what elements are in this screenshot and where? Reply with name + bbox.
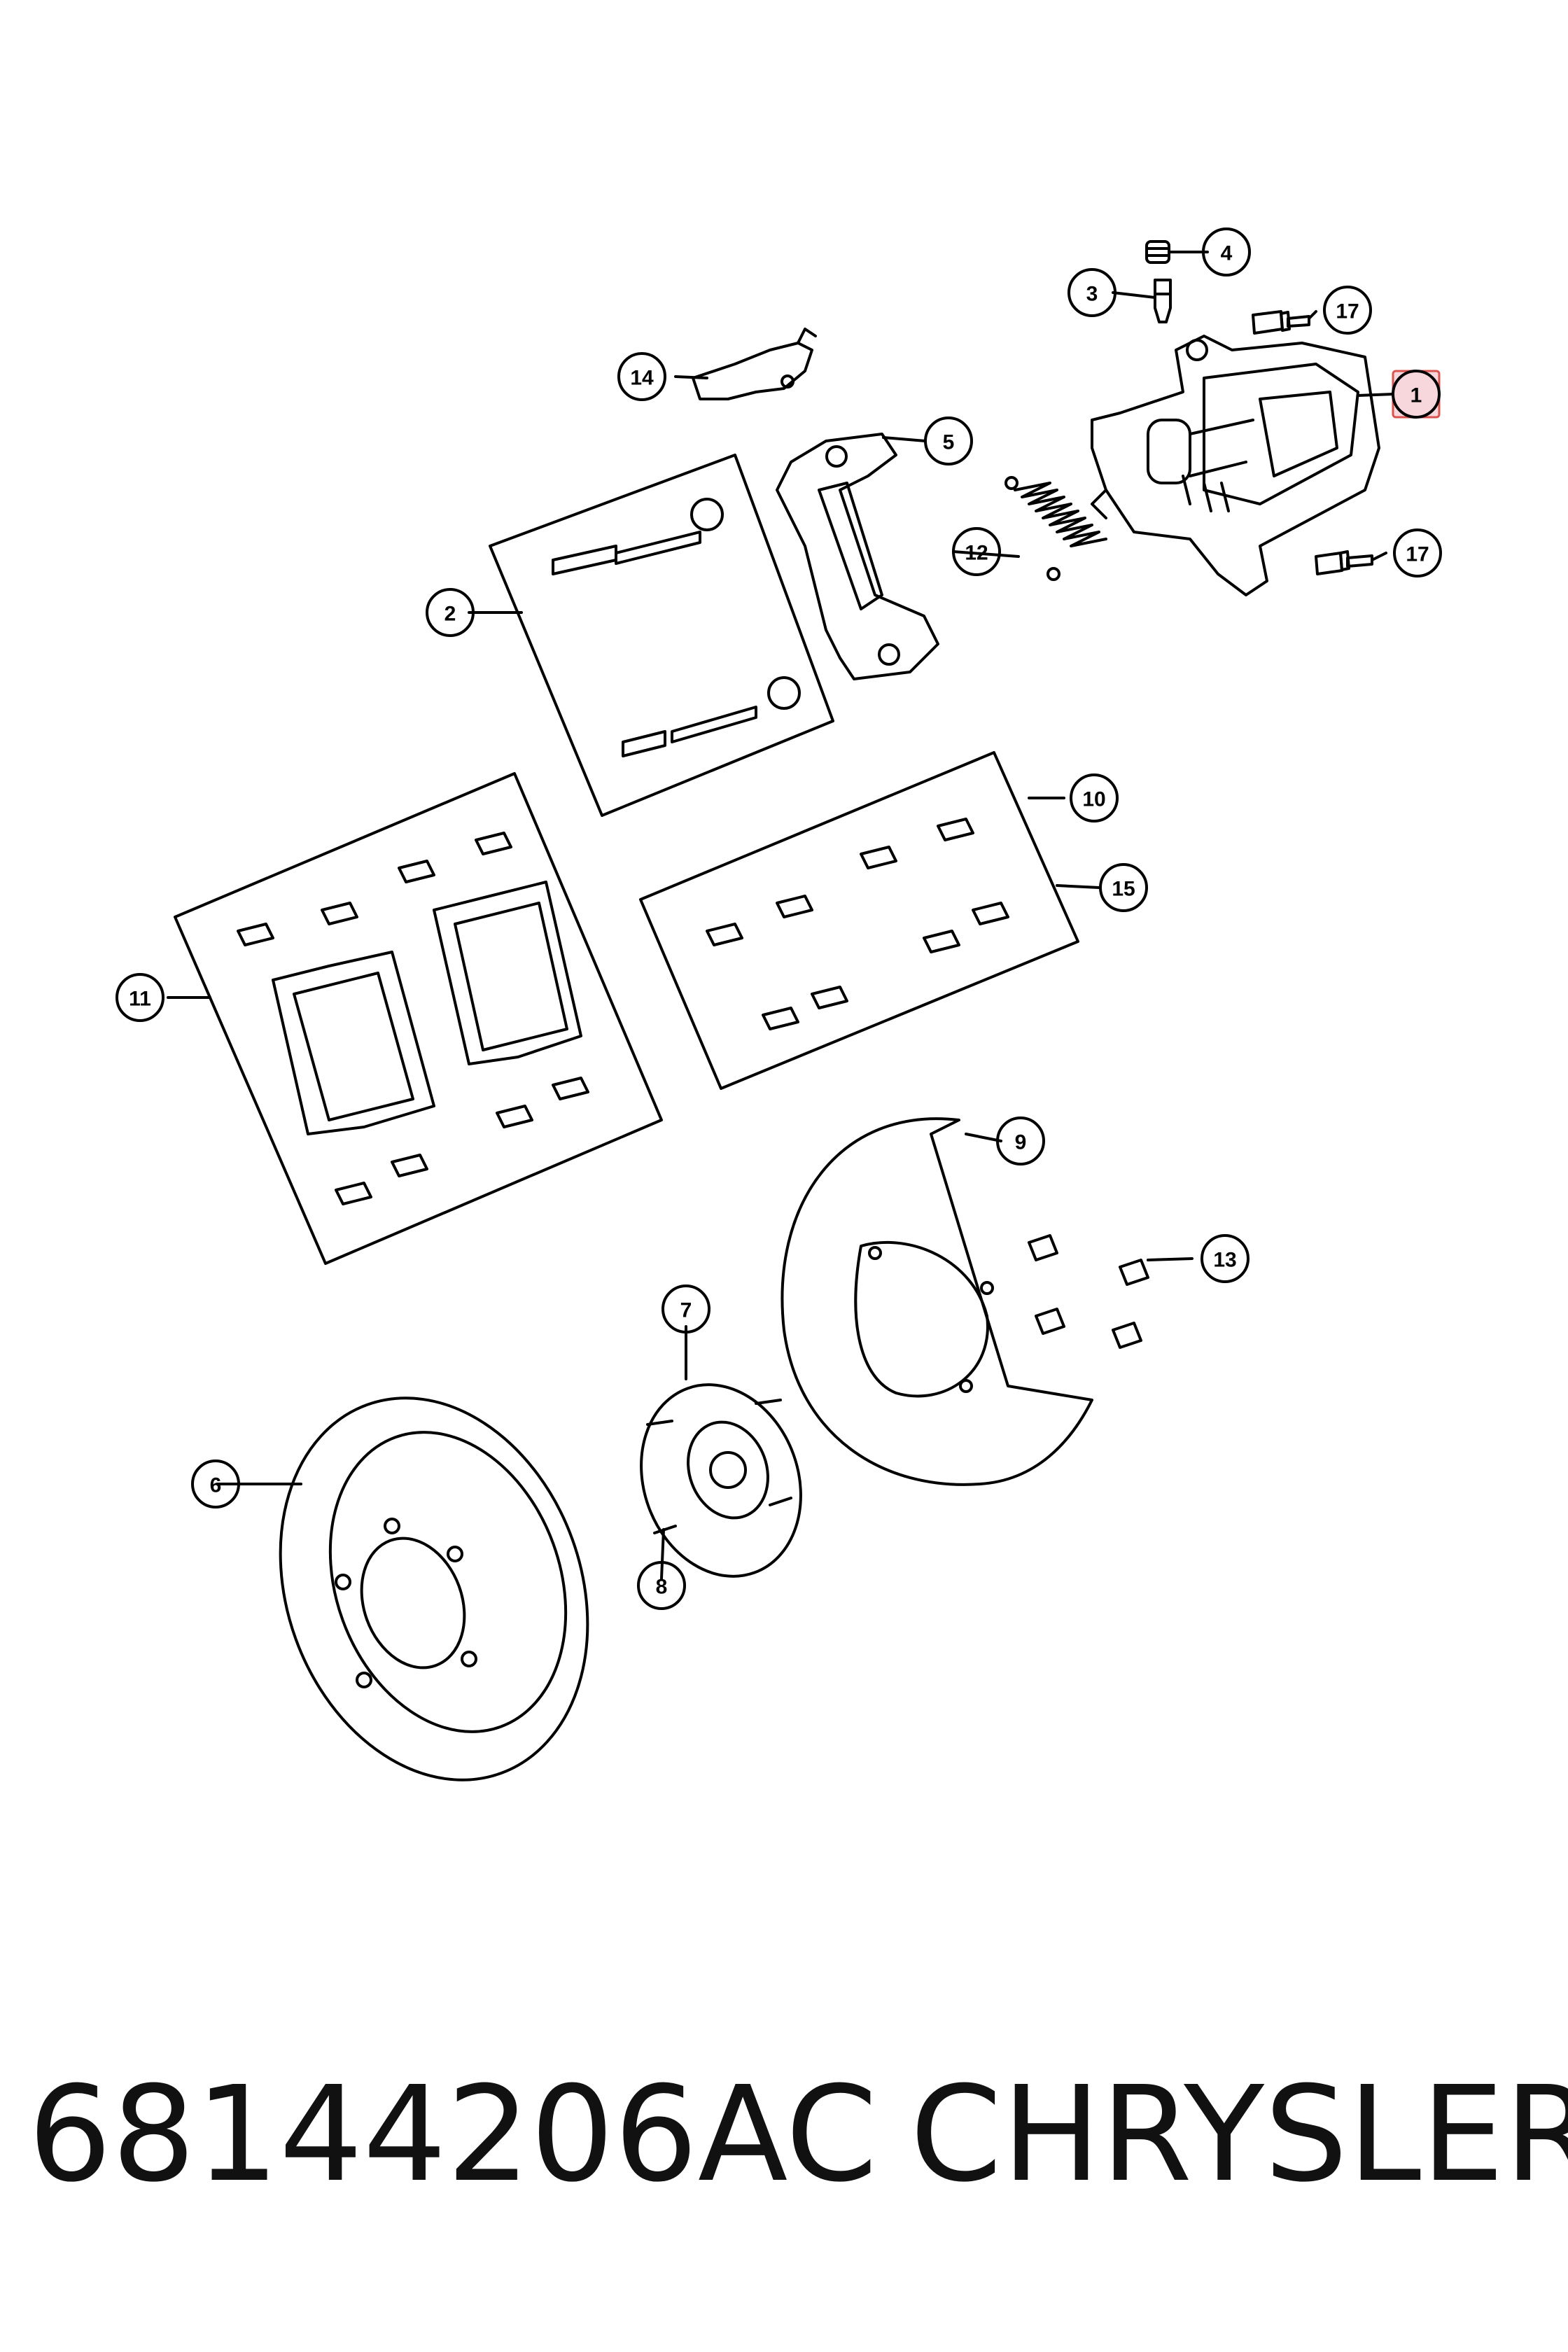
callout-label-1: 1 — [1410, 384, 1422, 407]
caliper-bolt-part-upper — [1252, 310, 1310, 335]
brake-pad-kit-box — [174, 772, 663, 1265]
callout-label-17-upper: 17 — [1336, 300, 1359, 323]
dust-shield-part — [780, 1117, 1093, 1486]
bleeder-screw-part — [1154, 279, 1172, 323]
shield-bolts-part — [1028, 1234, 1149, 1349]
callout-label-12: 12 — [965, 542, 988, 565]
pad-clip-kit-box — [639, 751, 1079, 1090]
guide-pin-kit-box — [489, 454, 834, 817]
caliper-adapter-part — [776, 433, 939, 680]
callout-label-6: 6 — [210, 1474, 222, 1497]
brake-caliper-part — [1091, 335, 1380, 596]
bleeder-cap-part — [1145, 240, 1170, 264]
parking-brake-bracket-part — [692, 328, 817, 400]
callout-label-7: 7 — [680, 1299, 692, 1322]
callout-label-4: 4 — [1221, 242, 1233, 265]
callout-label-5: 5 — [943, 431, 955, 454]
callout-label-10: 10 — [1082, 788, 1105, 811]
callout-label-3: 3 — [1086, 283, 1098, 306]
leader-lines — [167, 251, 1394, 1580]
brand-name: CHRYSLER — [910, 2058, 1568, 2211]
footer-caption: 68144206AC CHRYSLER — [28, 2044, 1568, 2226]
callout-label-8: 8 — [656, 1576, 668, 1599]
callout-label-11: 11 — [129, 988, 151, 1011]
hub-bearing-part — [640, 1383, 802, 1578]
callout-label-9: 9 — [1015, 1131, 1027, 1154]
callout-label-17-lower: 17 — [1406, 543, 1429, 566]
callout-circles — [115, 227, 1442, 1610]
callout-label-15: 15 — [1112, 878, 1135, 901]
part-number: 68144206AC — [28, 2058, 878, 2211]
caliper-bolt-part-lower — [1315, 550, 1373, 575]
callout-label-2: 2 — [444, 603, 456, 626]
spring-part — [1004, 476, 1107, 581]
brake-rotor-part — [279, 1396, 589, 1782]
callout-label-14: 14 — [630, 367, 654, 390]
callout-label-13: 13 — [1213, 1249, 1236, 1272]
